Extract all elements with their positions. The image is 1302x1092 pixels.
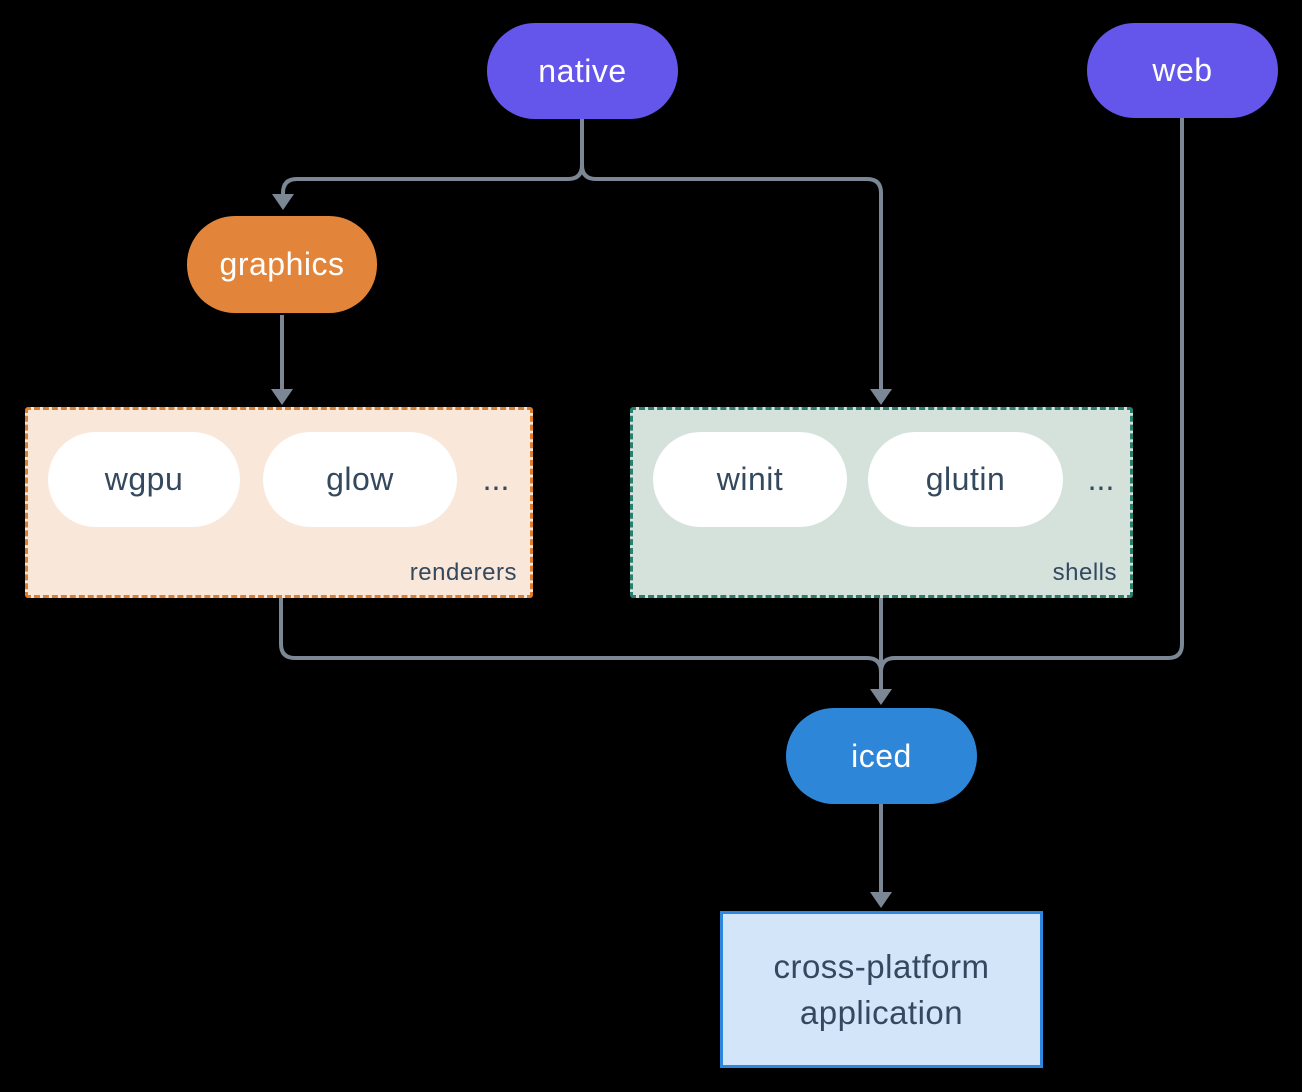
node-graphics: graphics (187, 216, 377, 313)
shells-ellipsis: ... (1087, 461, 1115, 497)
node-graphics-label: graphics (219, 246, 345, 282)
arrowhead-renderers (271, 389, 293, 405)
arrowhead-iced (870, 689, 892, 705)
edge-renderers-iced (279, 598, 883, 690)
node-native: native (487, 23, 678, 119)
node-iced-label: iced (851, 737, 912, 774)
node-winit: winit (653, 432, 847, 527)
node-native-label: native (538, 52, 627, 89)
app-label-line1: cross-platform (773, 947, 990, 985)
group-renderers: wgpu glow ... renderers (25, 407, 533, 598)
arrowhead-graphics (272, 194, 294, 210)
node-winit-label: winit (716, 461, 784, 497)
edge-native-graphics (281, 119, 584, 195)
node-iced: iced (786, 708, 977, 804)
node-wgpu-label: wgpu (104, 461, 184, 497)
arrowhead-app (870, 892, 892, 908)
node-glow: glow (263, 432, 457, 527)
app-label-line2: application (799, 993, 964, 1031)
node-glow-label: glow (326, 461, 394, 497)
node-wgpu: wgpu (48, 432, 240, 527)
arrowhead-shells (870, 389, 892, 405)
node-web: web (1087, 23, 1278, 118)
node-glutin-label: glutin (925, 461, 1006, 497)
node-web-label: web (1152, 52, 1213, 88)
edge-native-shells (580, 119, 883, 390)
renderers-ellipsis: ... (482, 461, 510, 497)
group-shells: winit glutin ... shells (630, 407, 1133, 598)
shells-group-label: shells (1052, 559, 1117, 586)
node-glutin: glutin (868, 432, 1063, 527)
renderers-group-label: renderers (409, 559, 517, 586)
node-cross-platform-application: cross-platform application (720, 911, 1043, 1068)
